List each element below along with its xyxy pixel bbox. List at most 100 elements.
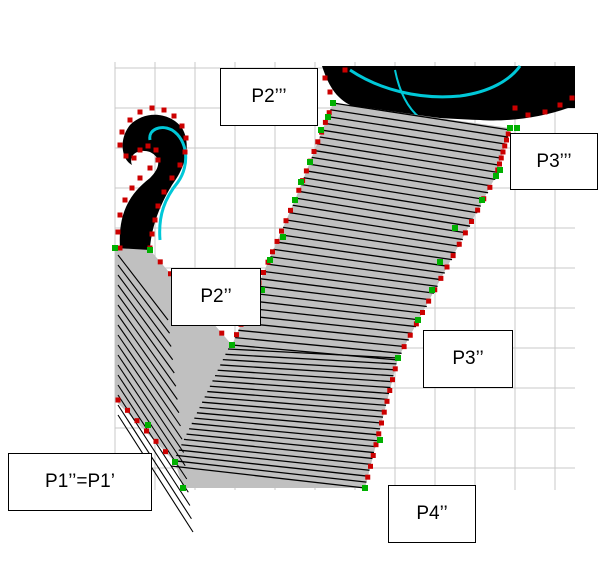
boundary-point [342, 67, 348, 73]
boundary-point [311, 149, 317, 154]
boundary-point [161, 189, 167, 195]
boundary-point [365, 474, 371, 480]
boundary-point [152, 217, 158, 223]
boundary-point [401, 344, 407, 350]
boundary-point [456, 241, 462, 247]
boundary-point [155, 203, 161, 209]
hatch-line [209, 385, 388, 401]
boundary-point [390, 377, 395, 383]
hatch-line [222, 358, 396, 371]
boundary-point [182, 149, 188, 155]
hatch-line [173, 460, 367, 483]
boundary-point [462, 230, 468, 236]
boundary-point [147, 165, 153, 171]
key-point [377, 437, 383, 443]
hatch-line [186, 433, 375, 454]
boundary-point [122, 197, 128, 203]
left-black-motif [119, 114, 188, 259]
boundary-point [497, 161, 502, 167]
boundary-point [438, 275, 444, 281]
hatch-line [330, 109, 509, 138]
hatch-line [292, 204, 467, 234]
boundary-point [504, 137, 509, 143]
key-point [325, 114, 331, 120]
key-point [180, 485, 186, 491]
hatch-line [117, 304, 177, 387]
hatch-line [267, 263, 438, 288]
hatch-line [303, 177, 481, 207]
boundary-point [183, 135, 189, 141]
key-point [318, 127, 324, 133]
hatch-line [117, 334, 181, 427]
key-point [362, 485, 368, 491]
boundary-point [469, 219, 474, 224]
boundary-point [420, 310, 425, 315]
boundary-point [137, 109, 143, 115]
hatch-line [176, 454, 369, 477]
boundary-point [303, 168, 309, 174]
hatch-line [270, 256, 442, 281]
hatch-line [254, 292, 424, 314]
hatch-line [300, 183, 478, 214]
boundary-point [279, 228, 284, 234]
boundary-point [129, 185, 135, 191]
hatch-line [238, 329, 406, 348]
key-point [497, 167, 503, 173]
boundary-point [153, 438, 159, 444]
label-p2-double: P2’’ [171, 268, 261, 326]
boundary-point [296, 187, 302, 193]
boundary-point [370, 453, 376, 458]
key-point [493, 173, 499, 179]
hatch-line [227, 348, 399, 359]
key-point [147, 247, 153, 253]
key-point [172, 459, 178, 465]
hatch-line [202, 401, 384, 418]
hatch-line [170, 465, 366, 489]
key-point [280, 234, 286, 240]
label-p1-equals: P1’’=P1’ [8, 453, 152, 511]
hatch-line [324, 122, 504, 152]
boundary-point [171, 113, 177, 119]
boundary-point [127, 117, 133, 123]
hatch-line [298, 190, 474, 221]
hatch-line [191, 422, 378, 442]
boundary-point [557, 102, 563, 108]
hatch-line [251, 300, 420, 321]
boundary-point [123, 153, 129, 159]
label-p3-double: P3’’ [423, 330, 513, 388]
hatch-line [319, 136, 500, 166]
boundary-point [169, 175, 175, 181]
hatch-line [311, 156, 492, 187]
hatch-line [194, 417, 379, 436]
hatch-line [314, 149, 496, 180]
key-point [292, 197, 298, 203]
boundary-point [234, 332, 239, 338]
hatch-line [217, 369, 393, 383]
boundary-point [153, 147, 159, 153]
hatch-line [117, 324, 180, 414]
hatch-line [117, 254, 169, 321]
hatch-line [199, 406, 382, 424]
key-point [479, 197, 485, 203]
hatch-line [231, 344, 399, 361]
hatch-line [117, 364, 186, 467]
boundary-point [115, 397, 121, 403]
hatch-line [117, 344, 183, 440]
key-point [267, 257, 273, 263]
boundary-point [137, 175, 143, 181]
boundary-point [117, 212, 123, 218]
hatch-line [212, 380, 390, 395]
boundary-point [115, 229, 121, 235]
hatch-line [117, 384, 189, 493]
hatch-line [117, 284, 174, 361]
label-p2-triple: P2’’’ [220, 68, 318, 126]
boundary-point [179, 123, 185, 129]
hatch-line [306, 170, 485, 201]
boundary-point [274, 238, 280, 244]
boundary-point [512, 105, 518, 111]
boundary-point [149, 231, 155, 237]
key-point [507, 125, 513, 131]
boundary-point [134, 418, 140, 424]
boundary-point [137, 147, 143, 153]
hatch-line [225, 353, 397, 365]
